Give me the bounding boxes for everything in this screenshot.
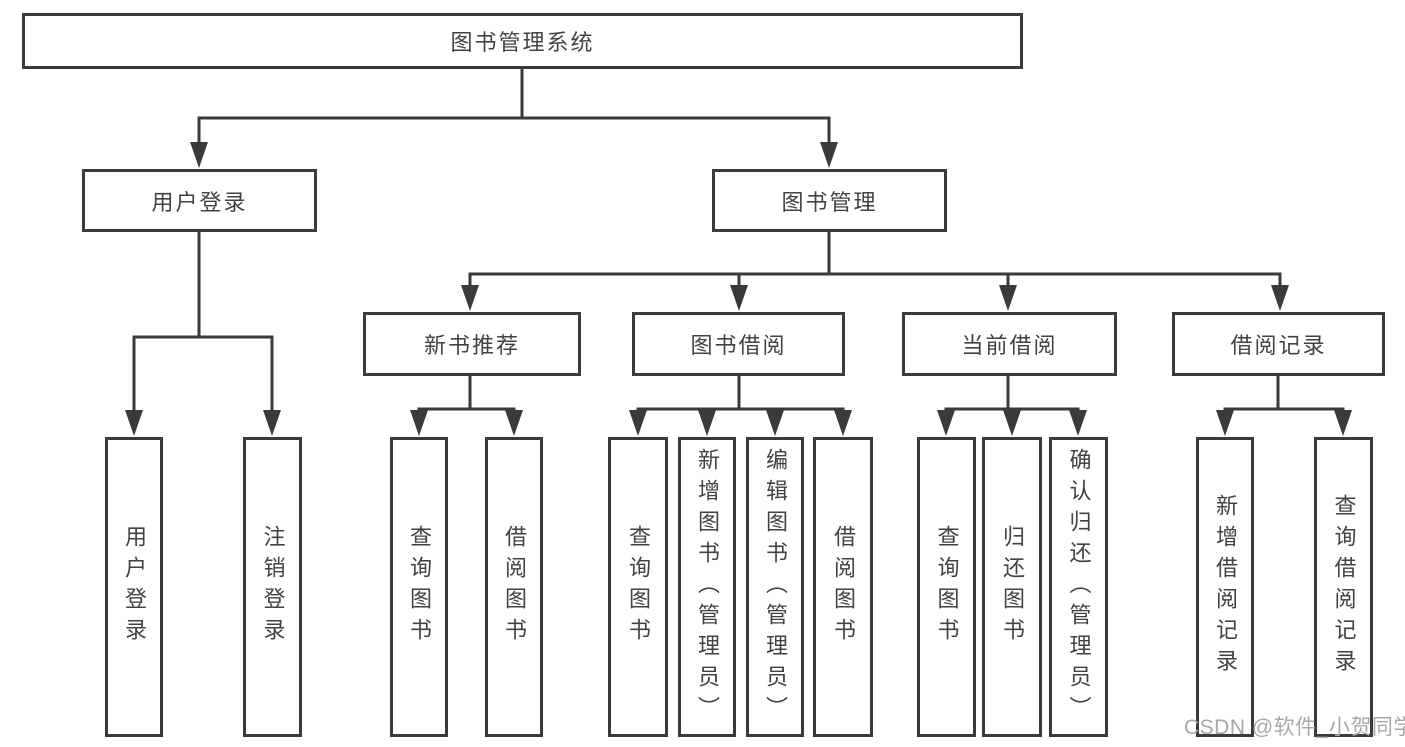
leaf-query-books-current: 查询图书 bbox=[917, 437, 976, 737]
node-library-management-system: 图书管理系统 bbox=[22, 13, 1023, 69]
leaf-confirm-return-admin: 确认归还（管理员） bbox=[1049, 437, 1108, 737]
node-book-management: 图书管理 bbox=[712, 169, 947, 232]
connector-book-borrowing bbox=[636, 376, 845, 413]
connector-current-borrowing bbox=[944, 376, 1080, 413]
connector-root bbox=[197, 69, 831, 146]
leaf-add-books-admin: 新增图书（管理员） bbox=[678, 437, 736, 737]
leaf-logout-login: 注销登录 bbox=[243, 437, 302, 737]
connector-book-management bbox=[468, 232, 1282, 288]
node-book-borrowing: 图书借阅 bbox=[632, 312, 845, 376]
connector-new-book-recommendation bbox=[417, 376, 516, 413]
leaf-return-books: 归还图书 bbox=[982, 437, 1042, 737]
node-borrowing-records: 借阅记录 bbox=[1172, 312, 1385, 376]
leaf-borrow-books-recommend: 借阅图书 bbox=[485, 437, 543, 737]
arrowhead-icons bbox=[125, 142, 1352, 436]
leaf-add-borrowing-record: 新增借阅记录 bbox=[1196, 437, 1254, 737]
leaf-query-borrowing-record: 查询借阅记录 bbox=[1314, 437, 1373, 737]
leaf-edit-books-admin: 编辑图书（管理员） bbox=[746, 437, 804, 737]
node-current-borrowing: 当前借阅 bbox=[902, 312, 1117, 376]
node-user-login: 用户登录 bbox=[82, 169, 317, 232]
leaf-borrow-books-borrow: 借阅图书 bbox=[813, 437, 873, 737]
leaf-user-login: 用户登录 bbox=[105, 437, 163, 737]
csdn-watermark: CSDN @软件_小贺同学 bbox=[1184, 716, 1405, 739]
connector-borrowing-records bbox=[1223, 376, 1345, 413]
node-new-book-recommendation: 新书推荐 bbox=[363, 312, 581, 376]
leaf-query-books-recommend: 查询图书 bbox=[390, 437, 448, 737]
connector-user-login bbox=[132, 232, 274, 412]
leaf-query-books-borrow: 查询图书 bbox=[608, 437, 668, 737]
